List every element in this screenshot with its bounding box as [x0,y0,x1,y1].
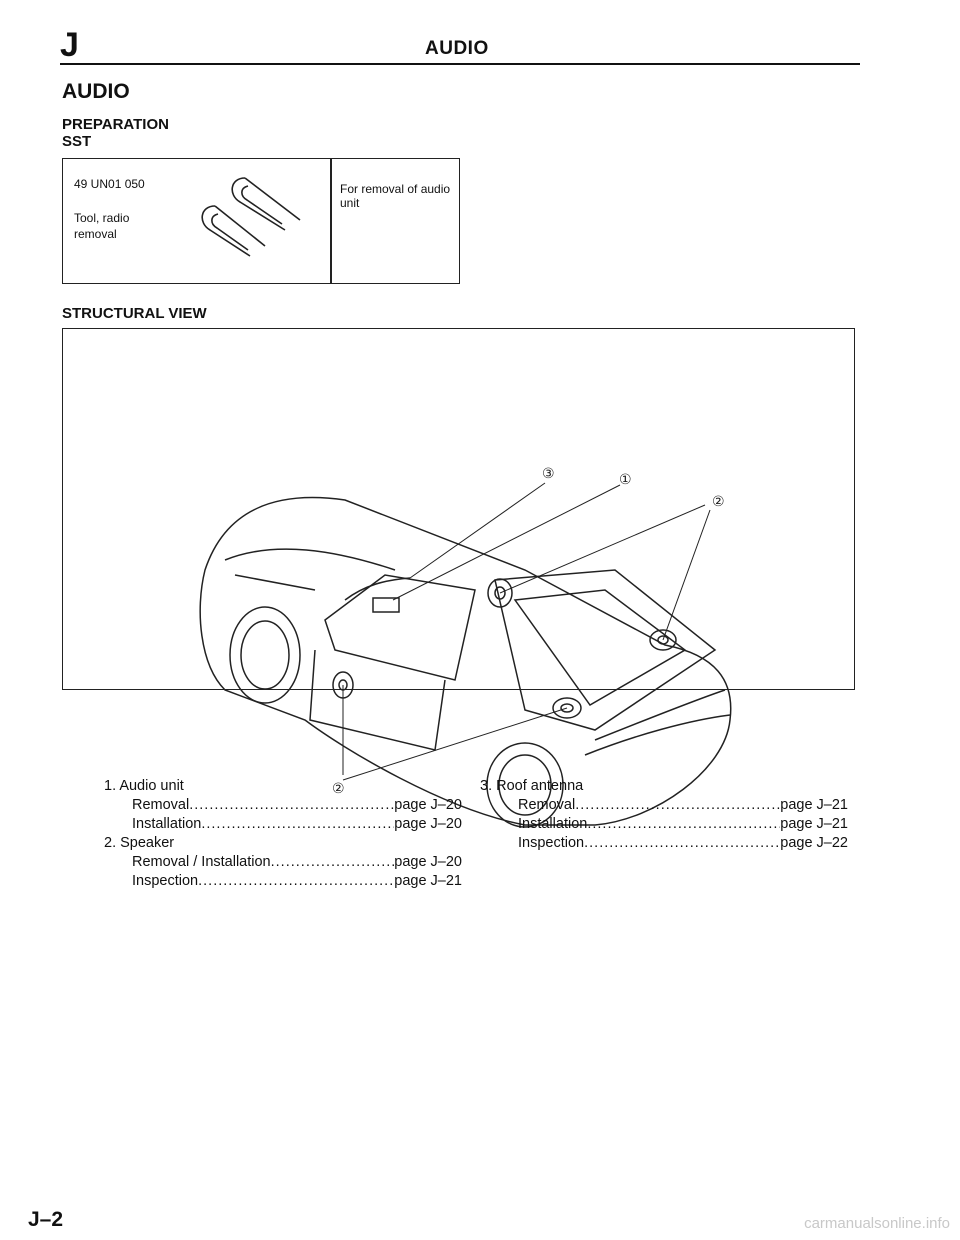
header-title: AUDIO [425,38,489,59]
sst-heading: SST [62,133,92,150]
list-item: 1. Audio unit [104,778,184,794]
sst-part-number: 49 UN01 050 [74,177,145,191]
watermark: carmanualsonline.info [804,1215,950,1232]
callout-2-rear: ② [712,494,725,510]
list-item: Inspectionpage J–22 [518,834,848,853]
car-illustration: ③ ① ② ② [199,466,732,828]
callout-1: ① [619,472,632,488]
callout-2-door: ② [332,781,345,797]
sst-table-divider [330,158,332,284]
list-item: Removalpage J–21 [518,796,848,815]
sst-table [62,158,460,284]
structural-view-heading: STRUCTURAL VIEW [62,305,207,322]
callout-3: ③ [542,466,555,482]
page-code: J–2 [28,1208,64,1231]
structural-view-frame [62,328,855,690]
section-title: AUDIO [62,80,130,103]
preparation-heading: PREPARATION [62,116,169,133]
section-letter: J [60,26,79,64]
list-item: Installationpage J–20 [132,815,462,834]
list-item: Inspectionpage J–21 [132,872,462,891]
list-item: Removal / Installationpage J–20 [132,853,462,872]
list-item: Removalpage J–20 [132,796,462,815]
list-item: 3. Roof antenna [480,778,584,794]
sst-tool-name: Tool, radio removal [74,211,130,241]
sst-use: For removal of audio unit [340,182,451,211]
list-item: Installationpage J–21 [518,815,848,834]
list-item: 2. Speaker [104,835,175,851]
header-rule [60,63,860,65]
radio-removal-tool-icon [201,177,301,257]
